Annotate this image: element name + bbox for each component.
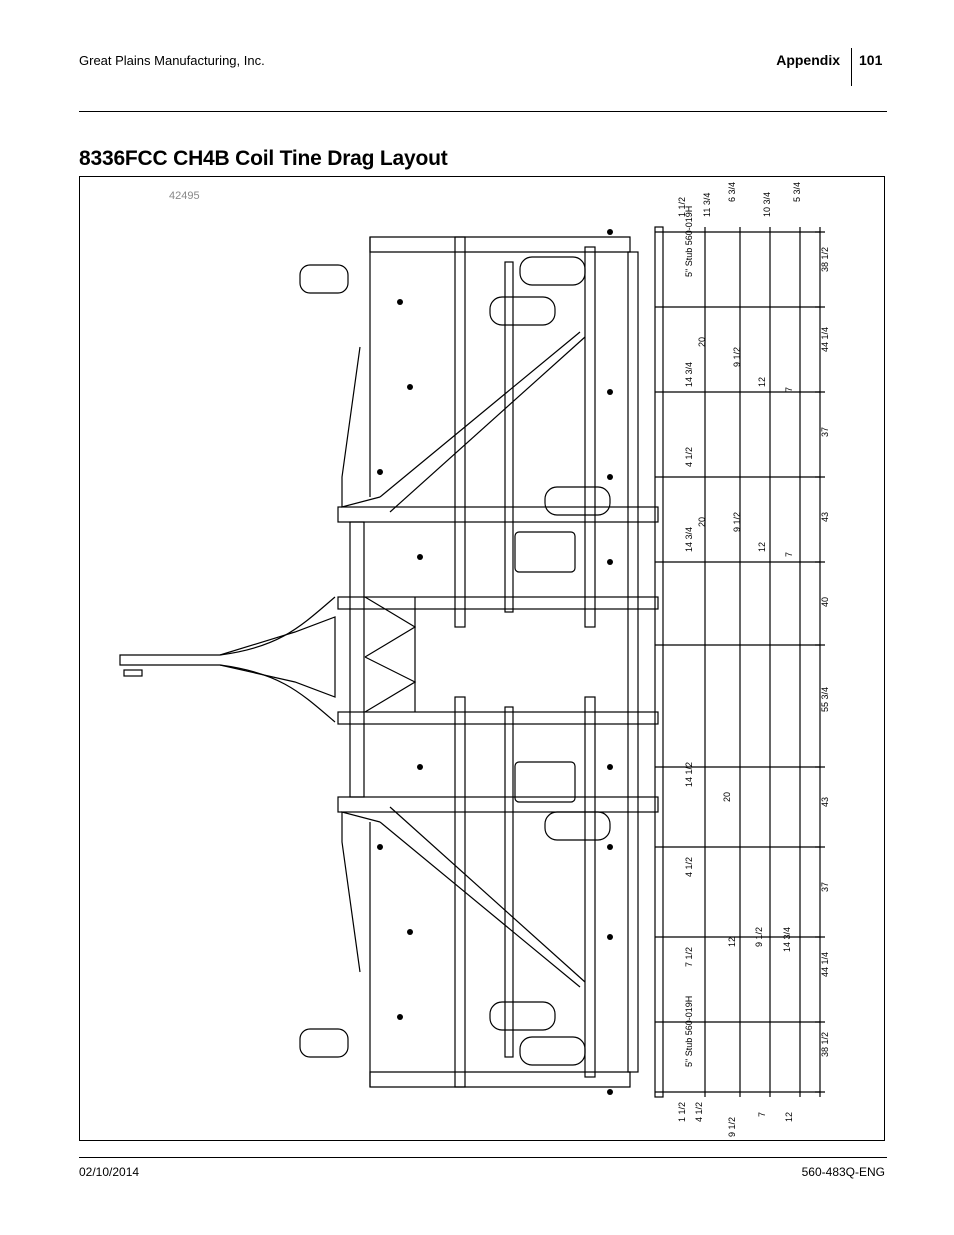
- dimension-mid-14: 4 1/2: [684, 857, 694, 877]
- callout-stub-top: 5" Stub 560-019H: [684, 206, 694, 277]
- dimension-right-4: 43: [820, 512, 830, 522]
- callout-stub-bottom: 5" Stub 560-019H: [684, 996, 694, 1067]
- header-section: Appendix: [776, 52, 840, 68]
- dimension-bottom-3: 9 1/2: [727, 1117, 737, 1137]
- dimension-mid-6: 4 1/2: [684, 447, 694, 467]
- header-company: Great Plains Manufacturing, Inc.: [79, 53, 265, 68]
- dimension-top-2: 5 3/4: [792, 182, 802, 202]
- dimension-right-7: 43: [820, 797, 830, 807]
- dimension-top-5: 1 1/2: [677, 197, 687, 217]
- dimension-mid-13: 20: [722, 792, 732, 802]
- header-divider: [851, 48, 852, 86]
- dimension-mid-17: 14 3/4: [782, 927, 792, 952]
- header-page-number: 101: [859, 52, 883, 68]
- footer-date: 02/10/2014: [79, 1165, 140, 1179]
- dimension-right-2: 44 1/4: [820, 327, 830, 352]
- dimension-top-3: 10 3/4: [762, 192, 772, 217]
- header-rule: [79, 111, 887, 112]
- dimension-mid-5: 7: [784, 387, 794, 392]
- implement-drawing: 5" Stub 560-019H 5" Stub 560-019H 38 1/2…: [119, 182, 830, 1137]
- dimension-mid-10: 12: [757, 542, 767, 552]
- dimension-mid-15: 12: [727, 937, 737, 947]
- dimension-right-9: 44 1/4: [820, 952, 830, 977]
- dimension-mid-18: 7 1/2: [684, 947, 694, 967]
- dimension-top-4: 11 3/4: [702, 193, 712, 217]
- dimension-mid-16: 9 1/2: [754, 927, 764, 947]
- dimension-mid-2: 9 1/2: [732, 347, 742, 367]
- dimension-bottom-2: 4 1/2: [694, 1102, 704, 1122]
- dimension-mid-1: 20: [697, 337, 707, 347]
- dimension-top-1: 6 3/4: [727, 182, 737, 202]
- footer-doc-number: 560-483Q-ENG: [801, 1165, 885, 1179]
- dimension-right-6: 55 3/4: [820, 687, 830, 712]
- footer-rule: [79, 1157, 887, 1158]
- dimension-right-3: 37: [820, 427, 830, 437]
- figure-id: 42495: [169, 190, 200, 202]
- dimension-bottom-5: 12: [784, 1112, 794, 1122]
- dimension-right-1: 38 1/2: [820, 247, 830, 272]
- dimension-mid-3: 14 3/4: [684, 362, 694, 387]
- dimension-mid-9: 14 3/4: [684, 527, 694, 552]
- dimension-mid-8: 9 1/2: [732, 512, 742, 532]
- dimension-mid-11: 7: [784, 552, 794, 557]
- dimension-bottom-4: 7: [757, 1112, 767, 1117]
- layout-figure: 42495: [79, 176, 885, 1141]
- dimension-mid-12: 14 1/2: [684, 762, 694, 787]
- dimension-right-5: 40: [820, 597, 830, 607]
- dimension-mid-7: 20: [697, 517, 707, 527]
- page-title: 8336FCC CH4B Coil Tine Drag Layout: [79, 147, 448, 170]
- dimension-right-8: 37: [820, 882, 830, 892]
- dimension-bottom-1: 1 1/2: [677, 1102, 687, 1122]
- dimension-mid-4: 12: [757, 377, 767, 387]
- dimension-right-10: 38 1/2: [820, 1032, 830, 1057]
